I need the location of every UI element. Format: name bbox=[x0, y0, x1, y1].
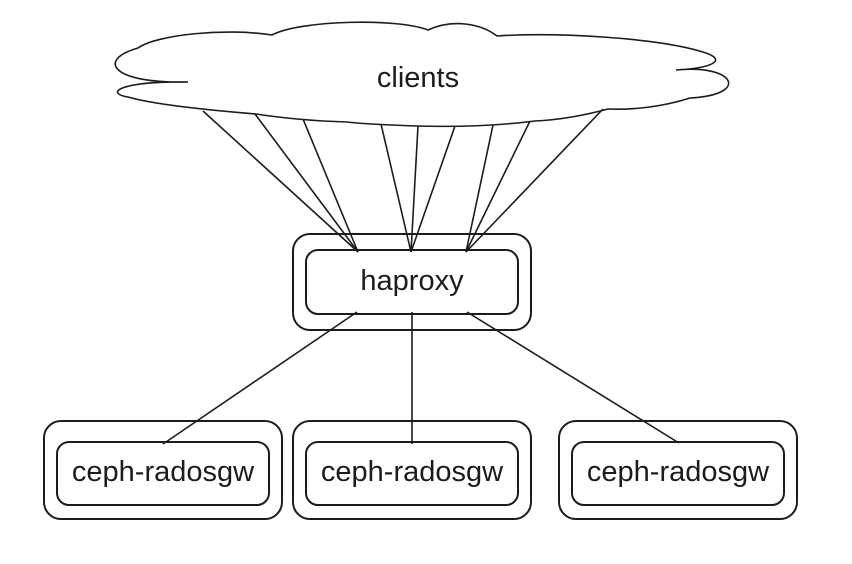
edge-haproxy-gateway-1 bbox=[162, 311, 358, 445]
edge-clients-haproxy-9 bbox=[465, 108, 604, 253]
edge-clients-haproxy-6 bbox=[410, 125, 456, 253]
haproxy-node-label: haproxy bbox=[360, 264, 464, 297]
ceph-radosgw-node-1: ceph-radosgw bbox=[43, 420, 283, 520]
ceph-radosgw-node-2-inner-border: ceph-radosgw bbox=[305, 441, 519, 506]
clients-cloud-shape bbox=[114, 21, 730, 128]
ceph-radosgw-node-2-label: ceph-radosgw bbox=[320, 456, 504, 488]
edge-clients-haproxy-3 bbox=[302, 118, 359, 253]
ceph-radosgw-node-1-inner-border: ceph-radosgw bbox=[56, 441, 270, 506]
edge-clients-haproxy-8 bbox=[465, 120, 531, 253]
clients-node-label: clients bbox=[376, 61, 460, 94]
ceph-radosgw-node-2: ceph-radosgw bbox=[292, 420, 532, 520]
haproxy-node-inner-border: haproxy bbox=[305, 249, 519, 315]
ceph-radosgw-node-3-label: ceph-radosgw bbox=[586, 456, 770, 488]
ceph-radosgw-node-1-label: ceph-radosgw bbox=[71, 456, 255, 488]
edge-clients-haproxy-2 bbox=[254, 113, 359, 253]
edge-clients-haproxy-7 bbox=[465, 124, 494, 253]
edge-clients-haproxy-5 bbox=[410, 125, 419, 253]
edge-clients-haproxy-4 bbox=[380, 123, 412, 253]
ceph-radosgw-node-3-inner-border: ceph-radosgw bbox=[571, 441, 785, 506]
haproxy-node: haproxy bbox=[292, 233, 532, 331]
edge-clients-haproxy-1 bbox=[202, 110, 359, 253]
ceph-radosgw-node-3: ceph-radosgw bbox=[558, 420, 798, 520]
